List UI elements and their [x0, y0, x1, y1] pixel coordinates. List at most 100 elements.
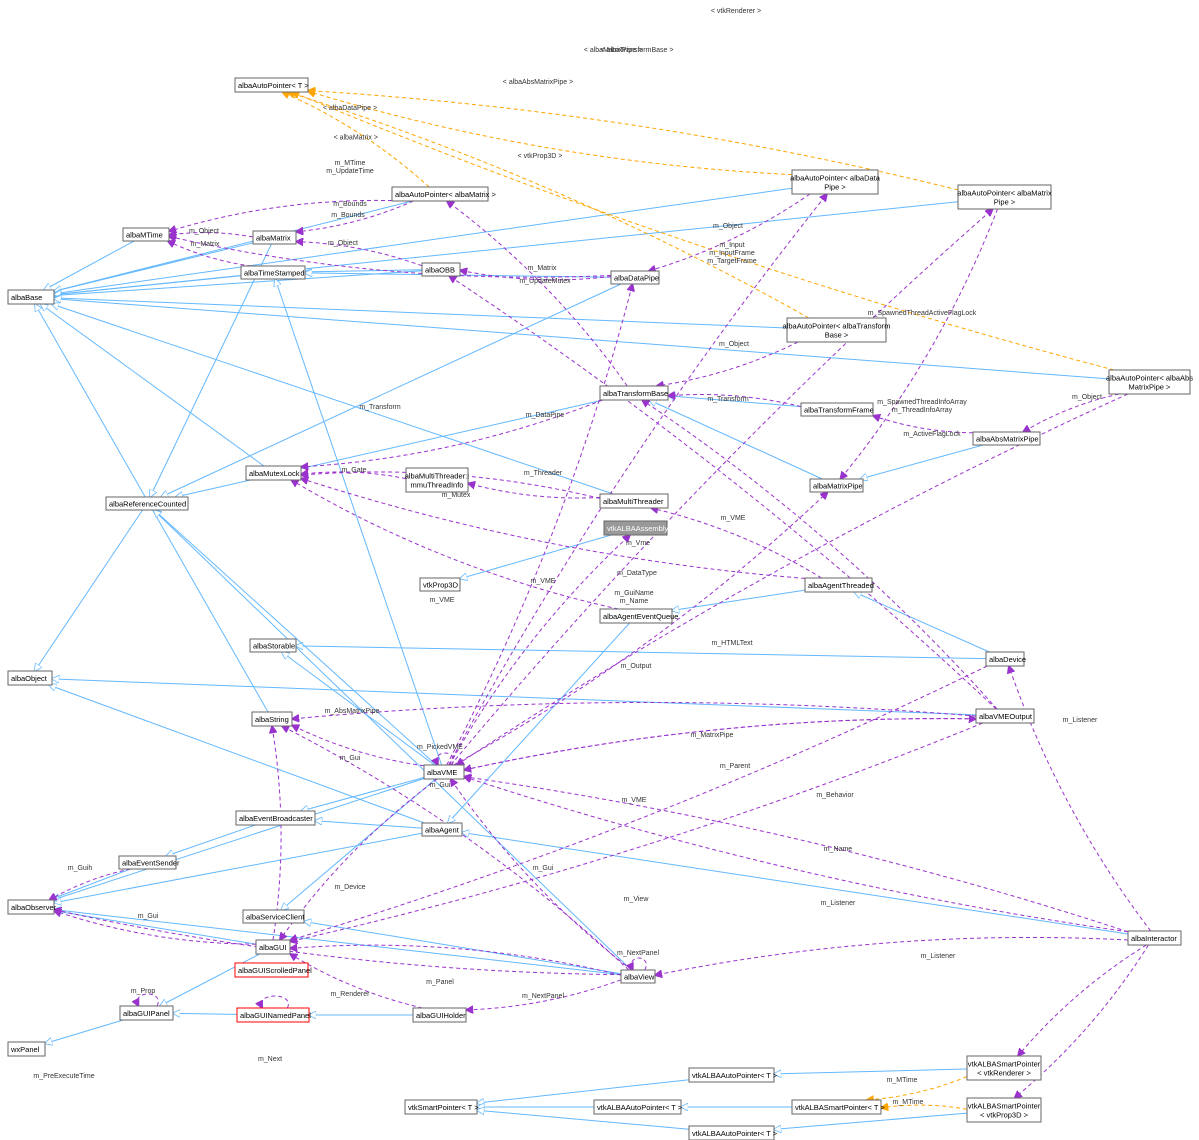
class-node-mtime[interactable]: albaMTime [122, 227, 170, 242]
class-node-autoptrvtk3[interactable]: vtkALBAAutoPointer< T > [688, 1125, 778, 1140]
class-node-autoptrt[interactable]: albaAutoPointer< T > [234, 77, 309, 93]
edge-TransformFrame-to-TransformBase [668, 394, 802, 408]
edge-label: m_Prop [131, 988, 156, 995]
edge-label: m_Object [189, 228, 219, 235]
class-node-box [804, 577, 873, 593]
edge-AgentThreaded-to-EventQueue [672, 589, 806, 610]
class-node-multithreader[interactable]: albaMultiThreader [599, 493, 669, 509]
edge-label: m_Panel [426, 979, 454, 986]
class-node-scrolledpanel[interactable]: albaGUIScrolledPanel [234, 962, 312, 978]
class-node-vmeoutput[interactable]: albaVMEOutput [975, 708, 1035, 724]
class-node-vme[interactable]: albaVME [423, 764, 465, 780]
class-node-box [957, 184, 1052, 210]
class-node-device[interactable]: albaDevice [985, 651, 1026, 667]
class-node-transformframe[interactable]: albaTransformFrame [800, 402, 874, 417]
class-node-eventqueue[interactable]: albaAgentEventQueue [599, 608, 678, 624]
class-node-broadcaster[interactable]: albaEventBroadcaster [235, 810, 316, 826]
class-node-observer[interactable]: albaObserver [7, 899, 57, 915]
class-node-autoptrmatrix[interactable]: albaAutoPointer< albaMatrix > [391, 186, 497, 202]
class-node-refcounted[interactable]: albaReferenceCounted [105, 496, 189, 511]
edge-VMEOutput-to-TransformBase [642, 400, 998, 710]
class-node-guiholder[interactable]: albaGUIHolder [412, 1007, 467, 1023]
edge-Matrix-to-MTime [169, 233, 254, 237]
class-node-assembly[interactable]: vtkALBAAssembly [603, 520, 669, 536]
class-node-threadinfo[interactable]: albaMultiThreader::mmuThreadInfo [405, 467, 470, 493]
class-node-label: vtkALBAAutoPointer< T > [597, 1103, 683, 1112]
class-node-agent[interactable]: albaAgent [421, 822, 463, 837]
class-node-box [249, 638, 297, 653]
class-node-prop3d[interactable]: vtkProp3D [419, 577, 461, 592]
class-node-wxpanel[interactable]: wxPanel [7, 1041, 46, 1057]
edge-label: m_VME [721, 515, 746, 522]
class-node-gui[interactable]: albaGUI [255, 939, 291, 955]
edge-label: m_MTime [887, 1077, 918, 1084]
class-node-box [245, 465, 302, 481]
class-node-view[interactable]: albaView [620, 969, 656, 984]
class-node-guipanel[interactable]: albaGUIPanel [119, 1005, 174, 1021]
class-node-autoptrvtk1[interactable]: vtkALBAAutoPointer< T > [688, 1067, 778, 1083]
class-node-serviceclient[interactable]: albaServiceClient [242, 909, 305, 924]
class-node-smartptrprop3d[interactable]: vtkALBASmartPointer< vtkProp3D > [966, 1097, 1042, 1123]
edge-AutoPtrMatrix-to-AutoPtrT [282, 92, 430, 188]
class-node-string[interactable]: albaString [251, 711, 293, 727]
edge-TransformBase-to-RefCounted [176, 399, 604, 497]
edge-label: m_Transform [359, 404, 401, 411]
class-node-box [985, 651, 1025, 667]
edge-label: m_DataType [617, 570, 657, 577]
class-node-vtksmartptrt[interactable]: vtkSmartPointer< T > [404, 1099, 479, 1115]
class-node-smartptrrenderer[interactable]: vtkALBASmartPointer< vtkRenderer > [966, 1055, 1042, 1081]
edge-label: m_Bounds [331, 212, 365, 219]
class-node-eventsender[interactable]: albaEventSender [118, 855, 180, 870]
class-node-autoptrvtk2[interactable]: vtkALBAAutoPointer< T > [593, 1099, 683, 1115]
edge-Agent-to-Observer [54, 832, 423, 902]
edge-label: < vtkRenderer > [711, 8, 761, 15]
class-node-interactor[interactable]: albaInteractor [1127, 930, 1182, 946]
edge-AutoPtrMatrix-to-MTime [169, 199, 393, 231]
edge-label: m_VME [430, 597, 455, 604]
class-node-box [119, 1005, 174, 1021]
edge-label: m_Transform [707, 396, 749, 403]
class-node-label: albaObject [11, 674, 48, 683]
class-node-box [791, 169, 879, 195]
edge-label: m_Listener [821, 900, 856, 907]
class-node-smartptrt[interactable]: vtkALBASmartPointer< T > [791, 1099, 885, 1115]
class-node-label: albaMatrix [256, 233, 291, 242]
edge-label: m_PickedVME [417, 744, 463, 751]
class-node-label: albaAutoPointer< T > [238, 81, 309, 90]
edge-label: < albaDataPipe > [323, 105, 377, 112]
edge-VME-to-TimeStamped [275, 279, 443, 766]
class-node-label: albaMutexLock [249, 469, 300, 478]
class-node-timestamped[interactable]: albaTimeStamped [240, 265, 306, 280]
class-node-box [404, 1099, 478, 1115]
class-node-namedpanel[interactable]: albaGUINamedPanel [236, 1007, 311, 1023]
class-node-obb[interactable]: albaOBB [421, 262, 461, 277]
class-node-label: albaGUIScrolledPanel [238, 966, 312, 975]
class-node-box [122, 227, 170, 242]
class-node-label: albaTransformBase [603, 389, 668, 398]
class-node-object[interactable]: albaObject [7, 670, 53, 686]
edge-Agent-to-Object [49, 685, 425, 824]
class-node-mutexlock[interactable]: albaMutexLock [245, 465, 302, 481]
class-node-box [791, 1099, 882, 1115]
class-node-storable[interactable]: albaStorable [249, 638, 297, 653]
edge-Interactor-to-View [655, 936, 1129, 975]
class-node-box [252, 230, 297, 245]
class-node-base[interactable]: albaBase [7, 289, 55, 305]
edge-AutoPtrDataPipe-to-AutoPtrT [308, 91, 793, 176]
class-node-agentthreaded[interactable]: albaAgentThreaded [804, 577, 874, 593]
edge-label: < albaMatrix > [334, 135, 378, 142]
class-node-datapipe[interactable]: albaDataPipe [610, 270, 660, 285]
class-node-absmatrixpipe[interactable]: albaAbsMatrixPipe [972, 431, 1041, 446]
class-node-matrix[interactable]: albaMatrix [252, 230, 297, 245]
class-node-box [7, 289, 55, 305]
class-node-transformbase[interactable]: albaTransformBase [599, 385, 669, 401]
edge-label: m_Threader [524, 470, 563, 477]
class-node-matrixpipe[interactable]: albaMatrixPipe [809, 478, 864, 493]
edge-VME-to-VME [437, 752, 454, 765]
